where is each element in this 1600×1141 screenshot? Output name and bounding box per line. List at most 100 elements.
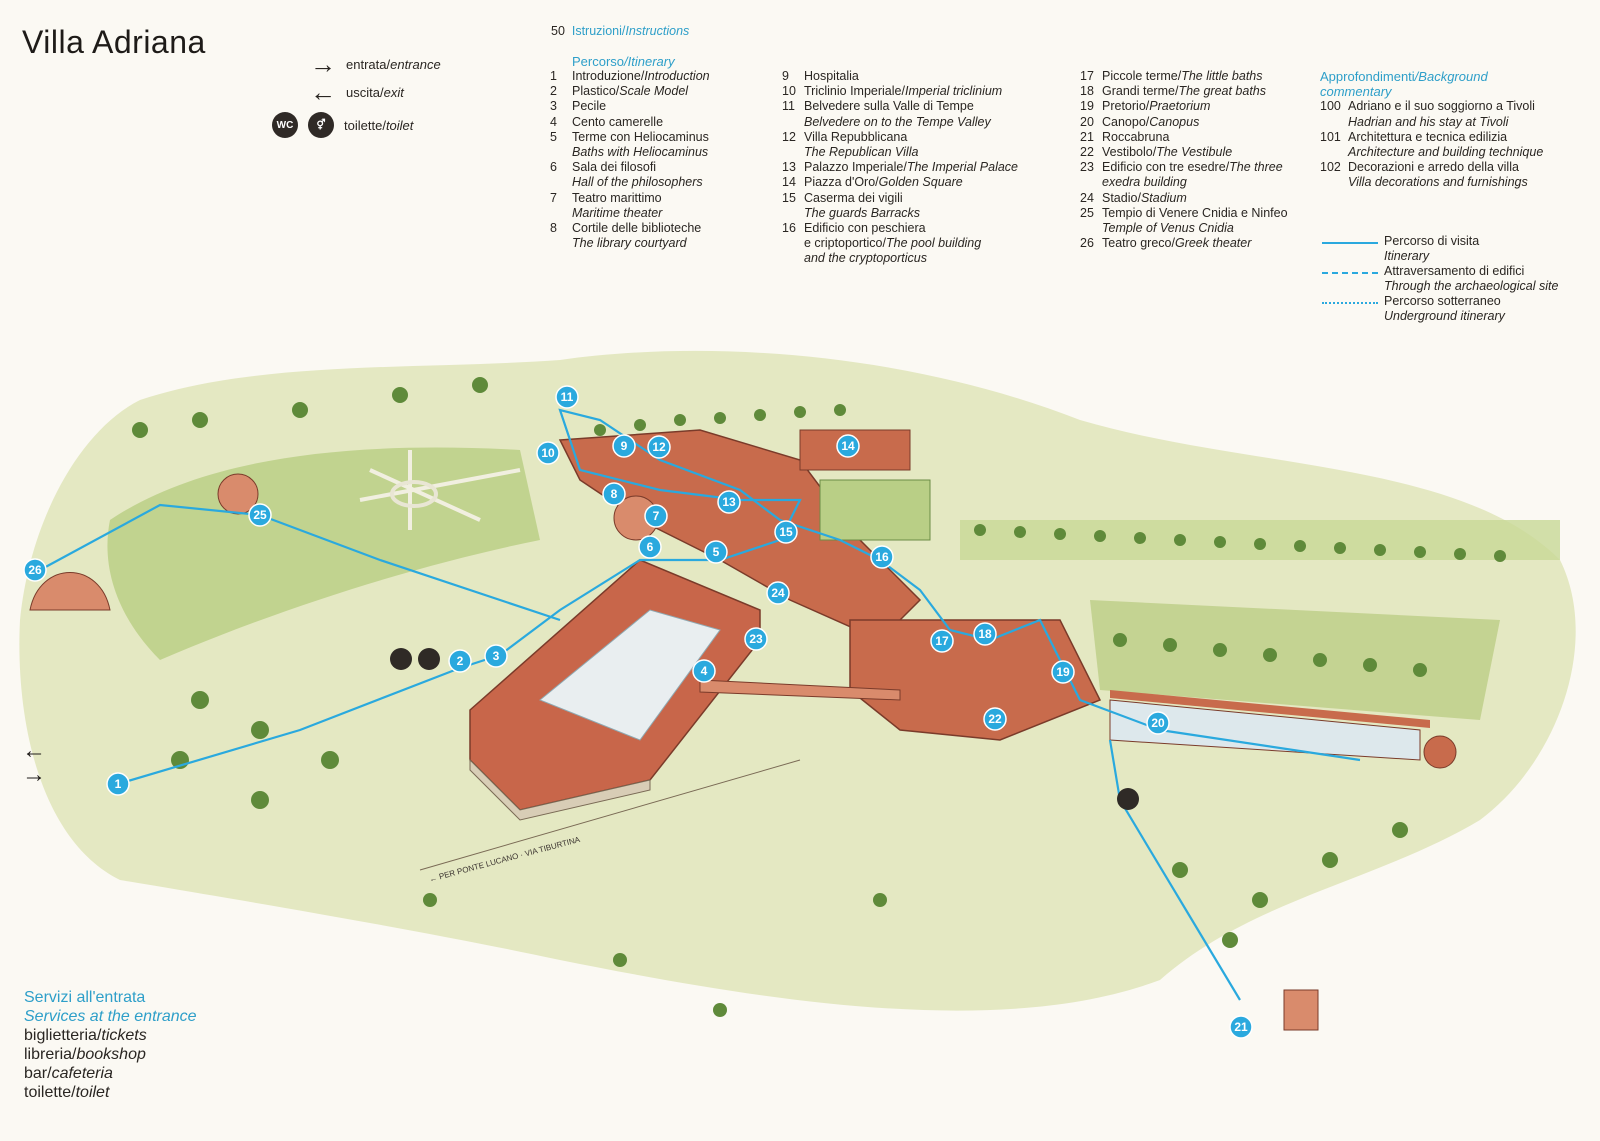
route-marker-number: 21 <box>1234 1020 1248 1034</box>
itinerary-text: Pretorio/Praetorium <box>1102 99 1210 114</box>
itinerary-subtitle: The library courtyard <box>572 236 687 251</box>
service-item: toilette/toilet <box>24 1084 110 1101</box>
route-marker-7[interactable]: 7 <box>644 504 668 528</box>
itinerary-number: 12 <box>782 129 796 144</box>
itinerary-number: 5 <box>550 129 557 144</box>
route-marker-22[interactable]: 22 <box>983 707 1007 731</box>
itinerary-line: Tempio di Venere Cnidia e Ninfeo <box>1102 206 1288 221</box>
route-marker-26[interactable]: 26 <box>23 558 47 582</box>
route-line-swatch <box>1322 272 1378 274</box>
itinerary-name-it: Triclinio Imperiale <box>804 84 902 99</box>
route-marker-circle <box>484 644 508 668</box>
itinerary-number: 19 <box>1080 99 1094 114</box>
itinerary-subtitle: Temple of Venus Cnidia <box>1102 221 1234 236</box>
route-marker-number: 2 <box>457 654 464 668</box>
route-marker-16[interactable]: 16 <box>870 545 894 569</box>
route-marker-circle <box>106 772 130 796</box>
route-marker-number: 5 <box>713 545 720 559</box>
itinerary-name-en: Stadium <box>1140 190 1187 205</box>
itinerary-subtitle: Belvedere on to the Tempe Valley <box>804 114 991 129</box>
toilet-icon <box>418 648 440 670</box>
itinerary-line: Belvedere sulla Valle di Tempe <box>804 99 991 114</box>
background-title-it: Decorazioni e arredo della villa <box>1348 160 1519 175</box>
services-heading-en: Services at the entrance <box>24 1008 197 1025</box>
route-marker-circle <box>717 490 741 514</box>
route-marker-13[interactable]: 13 <box>717 490 741 514</box>
garden-path <box>359 450 521 530</box>
itinerary-line: Triclinio Imperiale/Imperial triclinium <box>804 84 1003 99</box>
route-marker-8[interactable]: 8 <box>602 482 626 506</box>
route-marker-2[interactable]: 2 <box>448 649 472 673</box>
itinerary-number: 22 <box>1080 145 1094 160</box>
route-marker-14[interactable]: 14 <box>836 434 860 458</box>
route-marker-circle <box>870 545 894 569</box>
legend-entrance: → entrata/entrance <box>310 49 441 79</box>
route-marker-number: 16 <box>875 550 889 564</box>
itinerary-text: Pecile <box>572 99 606 114</box>
entrance-label-en: entrance <box>390 56 441 72</box>
route-marker-4[interactable]: 4 <box>692 659 716 683</box>
itinerary-number: 11 <box>782 99 795 114</box>
route-marker-3[interactable]: 3 <box>484 644 508 668</box>
route-marker-20[interactable]: 20 <box>1146 711 1170 735</box>
itinerary-item: 3 Pecile <box>550 99 780 114</box>
route-marker-12[interactable]: 12 <box>647 435 671 459</box>
itinerary-number: 9 <box>782 69 789 83</box>
itinerary-name-it: Cento camerelle <box>572 114 664 129</box>
itinerary-text: Grandi terme/The great baths <box>1102 84 1266 99</box>
route-marker-21[interactable]: 21 <box>1229 1015 1253 1039</box>
route-marker-18[interactable]: 18 <box>973 622 997 646</box>
itinerary-name-it: Hospitalia <box>804 69 859 83</box>
toilet-icon <box>1117 788 1139 810</box>
route-marker-number: 17 <box>935 634 949 648</box>
route-marker-17[interactable]: 17 <box>930 629 954 653</box>
itinerary-number: 25 <box>1080 205 1094 220</box>
route-marker-1[interactable]: 1 <box>106 772 130 796</box>
route-marker-5[interactable]: 5 <box>704 540 728 564</box>
itinerary-number: 10 <box>782 84 796 99</box>
route-marker-15[interactable]: 15 <box>774 520 798 544</box>
route-marker-11[interactable]: 11 <box>555 385 579 409</box>
itinerary-name-en: Scale Model <box>619 84 689 99</box>
itinerary-number: 26 <box>1080 236 1094 251</box>
canopus-exedra <box>1423 735 1457 769</box>
route-marker-23[interactable]: 23 <box>744 627 768 651</box>
itinerary-line: Introduzione/Introduction <box>572 69 710 83</box>
route-marker-9[interactable]: 9 <box>612 434 636 458</box>
route-marker-circle <box>555 385 579 409</box>
piazza-doro-garden <box>819 479 931 541</box>
route-line-swatch <box>1322 302 1378 304</box>
greek-theater <box>29 572 111 611</box>
route-marker-6[interactable]: 6 <box>638 535 662 559</box>
itinerary-number: 3 <box>550 99 557 114</box>
background-number: 102 <box>1320 160 1341 175</box>
itinerary-number: 7 <box>550 190 557 205</box>
itinerary-number: 6 <box>550 160 557 175</box>
itinerary-name-it: Pretorio <box>1102 99 1146 114</box>
background-number: 100 <box>1320 99 1341 114</box>
toilet-label-it: toilette <box>344 117 383 133</box>
route-marker-24[interactable]: 24 <box>766 581 790 605</box>
service-name-it: biglietteria <box>24 1027 97 1044</box>
itinerary-name-en: The Vestibule <box>1156 145 1233 160</box>
lawn-area <box>1090 600 1500 720</box>
route-marker-10[interactable]: 10 <box>536 441 560 465</box>
route-marker-number: 1 <box>115 777 122 791</box>
route-marker-circle <box>704 540 728 564</box>
itinerary-name-it: Teatro greco <box>1102 236 1172 251</box>
route-marker-circle <box>774 520 798 544</box>
itinerary-name-it: Piccole terme <box>1102 69 1178 83</box>
itinerary-name-it: Stadio <box>1102 190 1138 205</box>
service-name-en: tickets <box>101 1027 147 1044</box>
itinerary-name-en: Golden Square <box>878 175 963 190</box>
route-marker-25[interactable]: 25 <box>248 503 272 527</box>
itinerary-number: 16 <box>782 221 796 236</box>
route-marker-19[interactable]: 19 <box>1051 660 1075 684</box>
